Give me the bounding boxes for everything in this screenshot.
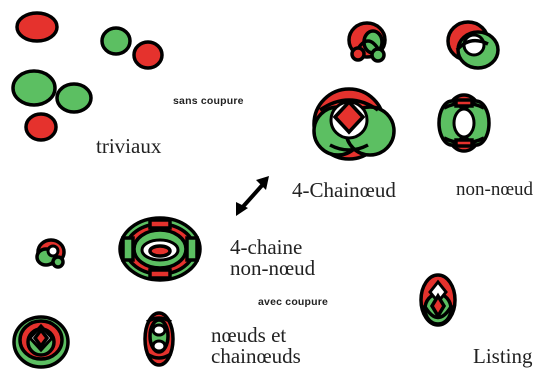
- trivial-red-circle-1: [17, 13, 57, 41]
- trivial-knots-group: [13, 13, 162, 140]
- four-chain-non-knot: [120, 218, 200, 280]
- knot-right-lower: [421, 275, 455, 325]
- label-noeuds-line1: nœuds et: [211, 325, 286, 346]
- four-chain-knot-large: [314, 89, 394, 159]
- trivial-red-circle-2: [134, 42, 162, 68]
- non-knot-top-right: [439, 95, 489, 151]
- label-4-chaine-line1: 4-chaine: [230, 237, 302, 258]
- trivial-green-circle-2: [13, 71, 55, 105]
- label-4-chaine-line2: non-nœud: [230, 258, 315, 279]
- small-knot-bottom-left: [37, 240, 64, 267]
- knot-bottom-middle: [145, 313, 173, 365]
- label-4-chainoeud: 4-Chainœud: [292, 180, 396, 201]
- double-arrow: [236, 176, 269, 216]
- link-top-right: [448, 22, 498, 68]
- knot-bottom-left-large: [14, 317, 68, 367]
- label-listing: Listing: [473, 346, 533, 367]
- label-sans-coupure: sans coupure: [173, 96, 244, 107]
- trivial-red-circle-3: [26, 114, 56, 140]
- small-link-top-center: [349, 23, 385, 61]
- label-noeuds-line2: chainœuds: [211, 346, 301, 367]
- label-triviaux: triviaux: [96, 136, 161, 157]
- trivial-green-circle-1: [102, 28, 130, 54]
- label-non-noeud: non-nœud: [456, 180, 533, 199]
- label-avec-coupure: avec coupure: [258, 297, 328, 308]
- trivial-green-circle-3: [57, 84, 91, 112]
